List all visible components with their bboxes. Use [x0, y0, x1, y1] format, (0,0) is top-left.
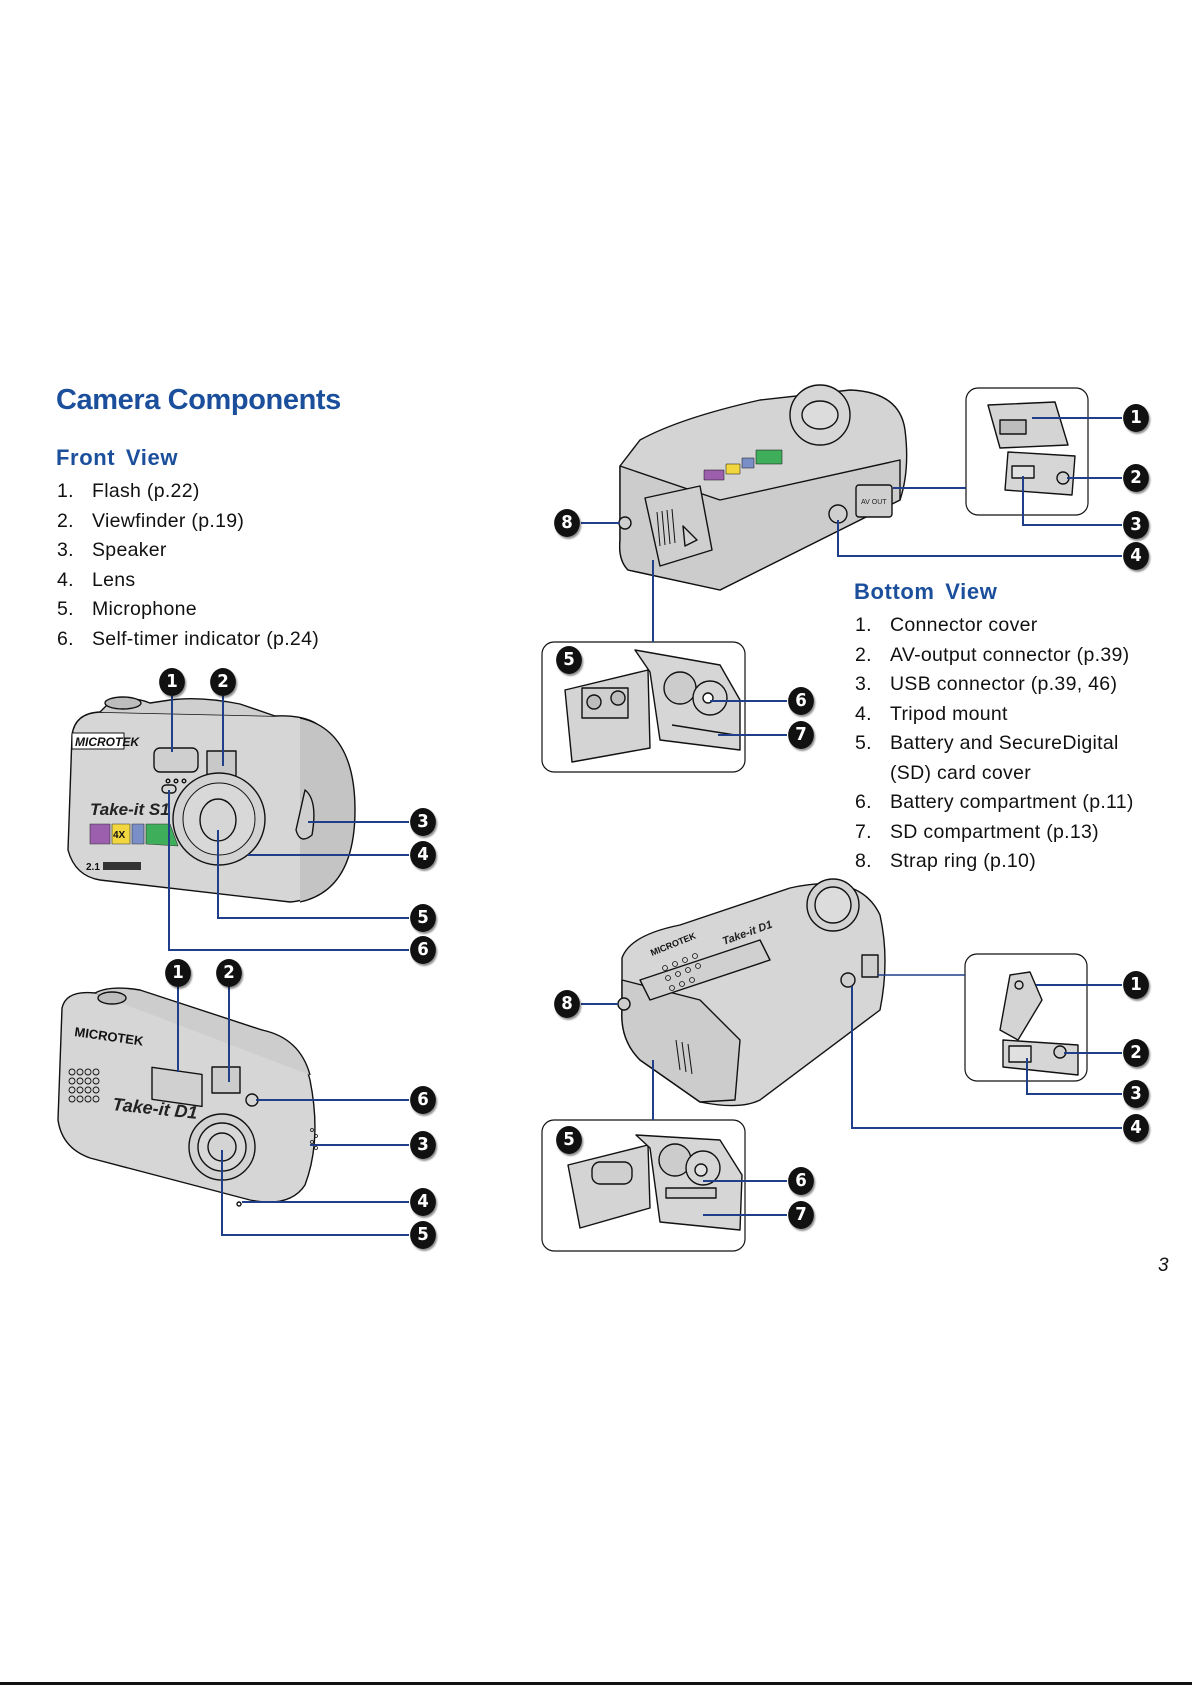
bottom-view-parts-list: 1. Connector cover 2. AV-output connector … — [855, 611, 1134, 877]
item-label: Battery and SecureDigital (SD) card cove… — [890, 732, 1119, 784]
leader-front-a-6 — [168, 790, 409, 951]
leader-bottom-b-3 — [1026, 1058, 1122, 1095]
page-title: Camera Components — [56, 384, 341, 416]
connector-inset-a — [965, 387, 1089, 516]
item-number: 1. — [57, 480, 74, 502]
item-label: Speaker — [92, 539, 167, 561]
callout-badge: 1 — [165, 959, 191, 987]
front-camera-d1-illustration: MICROTEK Take-it D1 — [57, 987, 318, 1207]
callout-badge: 2 — [1123, 1039, 1149, 1067]
callout-badge: 5 — [556, 646, 582, 674]
bottom-part-item: 8. Strap ring (p.10) — [855, 847, 1134, 877]
battery-inset-b — [541, 1119, 746, 1252]
callout-badge: 7 — [788, 1201, 814, 1229]
bottom-camera-s1-illustration: AV OUT — [618, 384, 908, 591]
front-view-parts-list: 1. Flash (p.22) 2. Viewfinder (p.19) 3. Spe… — [57, 477, 319, 654]
item-number: 3. — [57, 539, 74, 561]
item-number: 8. — [855, 850, 872, 872]
callout-badge: 8 — [554, 990, 580, 1018]
front-part-item: 4. Lens — [57, 566, 319, 596]
leader-front-a-5 — [217, 830, 409, 919]
callout-badge: 4 — [410, 841, 436, 869]
item-label: SD compartment (p.13) — [890, 820, 1099, 843]
callout-badge: 7 — [788, 721, 814, 749]
brand-logo: MICROTEK — [75, 735, 140, 749]
callout-badge: 3 — [1123, 511, 1149, 539]
item-number: 6. — [57, 627, 74, 650]
callout-badge: 4 — [410, 1188, 436, 1216]
bottom-part-item: 2. AV-output connector (p.39) — [855, 641, 1134, 671]
callout-badge: 6 — [788, 687, 814, 715]
bottom-rule — [0, 1682, 1192, 1685]
item-number: 3. — [855, 673, 872, 695]
item-label: USB connector (p.39, 46) — [890, 673, 1118, 695]
bottom-part-item: 4. Tripod mount — [855, 700, 1134, 730]
leader-lines — [168, 417, 1122, 1236]
front-part-item: 3. Speaker — [57, 536, 319, 566]
callout-badge: 4 — [1123, 542, 1149, 570]
item-number: 1. — [855, 614, 872, 636]
item-number: 2. — [57, 509, 74, 532]
bottom-part-item: 7. SD compartment (p.13) — [855, 818, 1134, 848]
zoom-badge: 4X — [113, 830, 126, 841]
callout-badge: 5 — [410, 1221, 436, 1249]
callout-badge: 6 — [410, 1086, 436, 1114]
leader-bottom-b-4 — [851, 986, 1122, 1129]
item-label: AV-output connector (p.39) — [890, 643, 1130, 666]
callout-badge: 6 — [788, 1167, 814, 1195]
item-number: 2. — [855, 643, 872, 666]
callout-badge: 8 — [554, 509, 580, 537]
callout-badge: 2 — [216, 959, 242, 987]
callout-badge: 5 — [556, 1126, 582, 1154]
bottom-part-item: 6. Battery compartment (p.11) — [855, 788, 1134, 818]
item-number: 7. — [855, 820, 872, 843]
callout-badge: 4 — [1123, 1114, 1149, 1142]
item-label: Strap ring (p.10) — [890, 850, 1036, 872]
page-number: 3 — [1158, 1255, 1169, 1276]
front-part-item: 5. Microphone — [57, 595, 319, 625]
bottom-camera-d1-illustration: MICROTEK Take-it D1 — [617, 878, 886, 1107]
item-label: Battery compartment (p.11) — [890, 791, 1134, 813]
callout-badge: 2 — [1123, 464, 1149, 492]
item-label: Connector cover — [890, 614, 1038, 636]
callout-badge: 2 — [210, 668, 236, 696]
item-label: Self-timer indicator (p.24) — [92, 627, 320, 650]
leader-bottom-a-3 — [1022, 476, 1122, 526]
item-label: Viewfinder (p.19) — [92, 509, 245, 532]
front-part-item: 6. Self-timer indicator (p.24) — [57, 625, 319, 655]
item-label: Flash (p.22) — [92, 480, 200, 502]
model-name: Take-it S1 — [90, 800, 170, 819]
item-number: 6. — [855, 791, 872, 813]
item-label: Tripod mount — [890, 702, 1008, 725]
front-view-heading: Front View — [56, 445, 179, 470]
port-label: AV OUT — [861, 499, 887, 506]
front-part-item: 2. Viewfinder (p.19) — [57, 507, 319, 537]
item-label: Lens — [92, 568, 136, 591]
callout-badge: 3 — [410, 808, 436, 836]
callout-badge: 1 — [1123, 971, 1149, 999]
bottom-part-item: 1. Connector cover — [855, 611, 1134, 641]
callout-badge: 3 — [410, 1131, 436, 1159]
front-part-item: 1. Flash (p.22) — [57, 477, 319, 507]
battery-inset-a — [541, 641, 746, 773]
megapixel-label: 2.1 — [86, 862, 100, 873]
item-number: 4. — [57, 568, 74, 591]
item-number: 5. — [855, 732, 872, 754]
bottom-view-heading: Bottom View — [854, 579, 998, 604]
callout-badge: 6 — [410, 936, 436, 964]
callout-badge: 1 — [159, 668, 185, 696]
leader-bottom-a-4 — [837, 520, 1122, 557]
callout-badge: 1 — [1123, 404, 1149, 432]
front-camera-s1-illustration: MICROTEK Take-it S1 4X 2.1 — [67, 696, 356, 903]
bottom-part-item: 5. Battery and SecureDigital (SD) card co… — [855, 729, 1134, 788]
callout-badge: 5 — [410, 904, 436, 932]
bottom-part-item: 3. USB connector (p.39, 46) — [855, 670, 1134, 700]
leader-front-b-5 — [221, 1150, 409, 1236]
item-label: Microphone — [92, 598, 197, 620]
item-number: 4. — [855, 702, 872, 725]
item-number: 5. — [57, 598, 74, 620]
callout-badge: 3 — [1123, 1080, 1149, 1108]
